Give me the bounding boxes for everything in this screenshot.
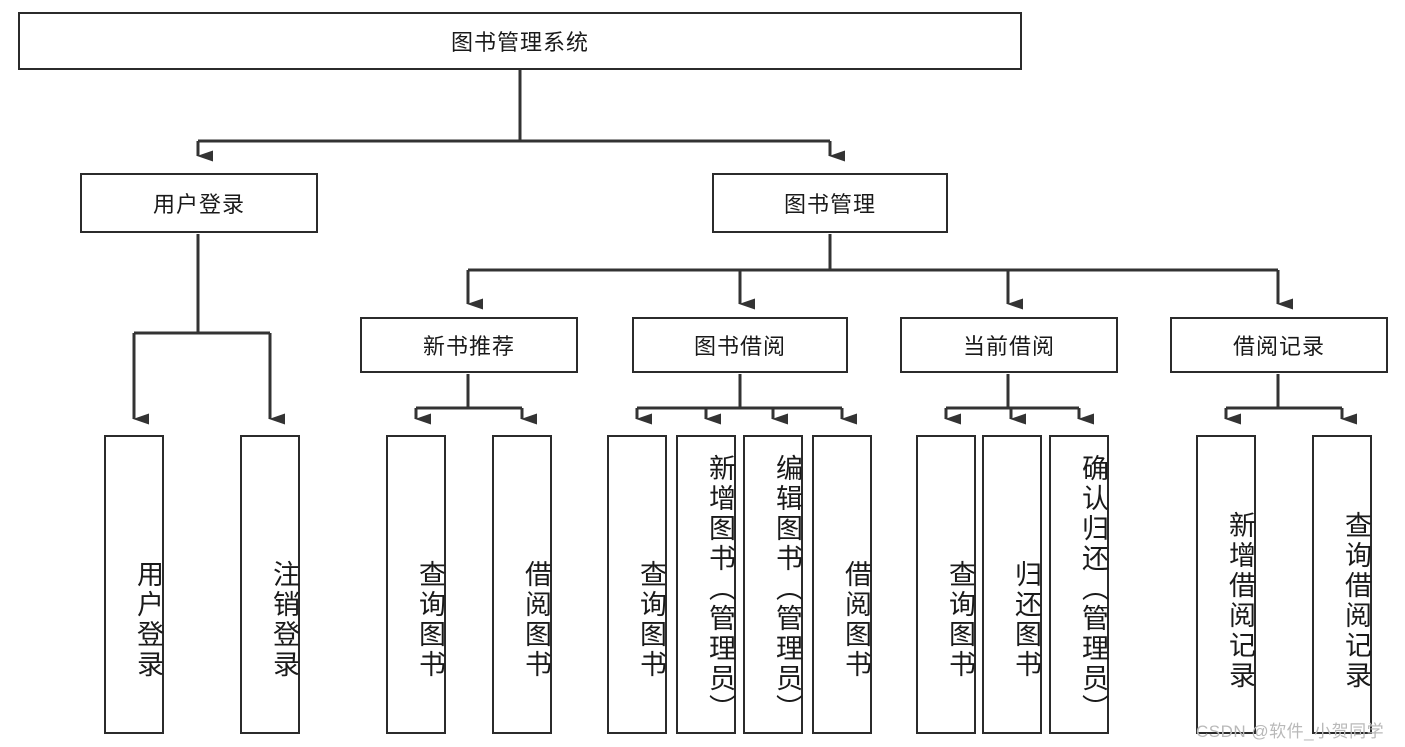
leaf-query-record[interactable]: 查询借阅记录: [1312, 435, 1372, 734]
node-book-borrow[interactable]: 图书借阅: [632, 317, 848, 373]
leaf-confirm-return[interactable]: 确认归还（管理员）: [1049, 435, 1109, 734]
node-current-borrow[interactable]: 当前借阅: [900, 317, 1118, 373]
leaf-logout[interactable]: 注销登录: [240, 435, 300, 734]
leaf-borrow-book-1[interactable]: 借阅图书: [492, 435, 552, 734]
leaf-add-book-label: 新增图书（管理员）: [705, 453, 735, 724]
node-root[interactable]: 图书管理系统: [18, 12, 1022, 70]
leaf-query-book-1-label: 查询图书: [415, 559, 445, 680]
node-current-borrow-label: 当前借阅: [962, 334, 1055, 359]
leaf-query-book-3-label: 查询图书: [945, 559, 975, 680]
leaf-confirm-return-label: 确认归还（管理员）: [1078, 453, 1108, 724]
leaf-return-book[interactable]: 归还图书: [982, 435, 1042, 734]
leaf-query-book-2[interactable]: 查询图书: [607, 435, 667, 734]
leaf-add-book[interactable]: 新增图书（管理员）: [676, 435, 736, 734]
node-borrow-record[interactable]: 借阅记录: [1170, 317, 1388, 373]
node-user-login[interactable]: 用户登录: [80, 173, 318, 233]
leaf-borrow-book-1-label: 借阅图书: [521, 559, 551, 680]
leaf-query-book-3[interactable]: 查询图书: [916, 435, 976, 734]
watermark-csdn: CSDN @软件_小贺同学: [1196, 722, 1385, 741]
node-new-book-recommend[interactable]: 新书推荐: [360, 317, 578, 373]
node-book-borrow-label: 图书借阅: [693, 334, 786, 359]
node-user-login-label: 用户登录: [152, 192, 245, 217]
node-book-management-label: 图书管理: [783, 192, 876, 217]
leaf-logout-label: 注销登录: [269, 559, 299, 680]
node-borrow-record-label: 借阅记录: [1232, 334, 1325, 359]
node-book-management[interactable]: 图书管理: [712, 173, 948, 233]
leaf-return-book-label: 归还图书: [1011, 559, 1041, 680]
node-root-label: 图书管理系统: [450, 30, 589, 55]
leaf-borrow-book-2[interactable]: 借阅图书: [812, 435, 872, 734]
leaf-query-book-1[interactable]: 查询图书: [386, 435, 446, 734]
leaf-add-record[interactable]: 新增借阅记录: [1196, 435, 1256, 734]
leaf-user-login-label: 用户登录: [133, 559, 163, 680]
leaf-edit-book[interactable]: 编辑图书（管理员）: [743, 435, 803, 734]
leaf-borrow-book-2-label: 借阅图书: [841, 559, 871, 680]
leaf-add-record-label: 新增借阅记录: [1225, 510, 1255, 691]
leaf-query-book-2-label: 查询图书: [636, 559, 666, 680]
leaf-edit-book-label: 编辑图书（管理员）: [772, 453, 802, 724]
leaf-query-record-label: 查询借阅记录: [1341, 510, 1371, 691]
leaf-user-login[interactable]: 用户登录: [104, 435, 164, 734]
node-new-book-recommend-label: 新书推荐: [422, 334, 515, 359]
